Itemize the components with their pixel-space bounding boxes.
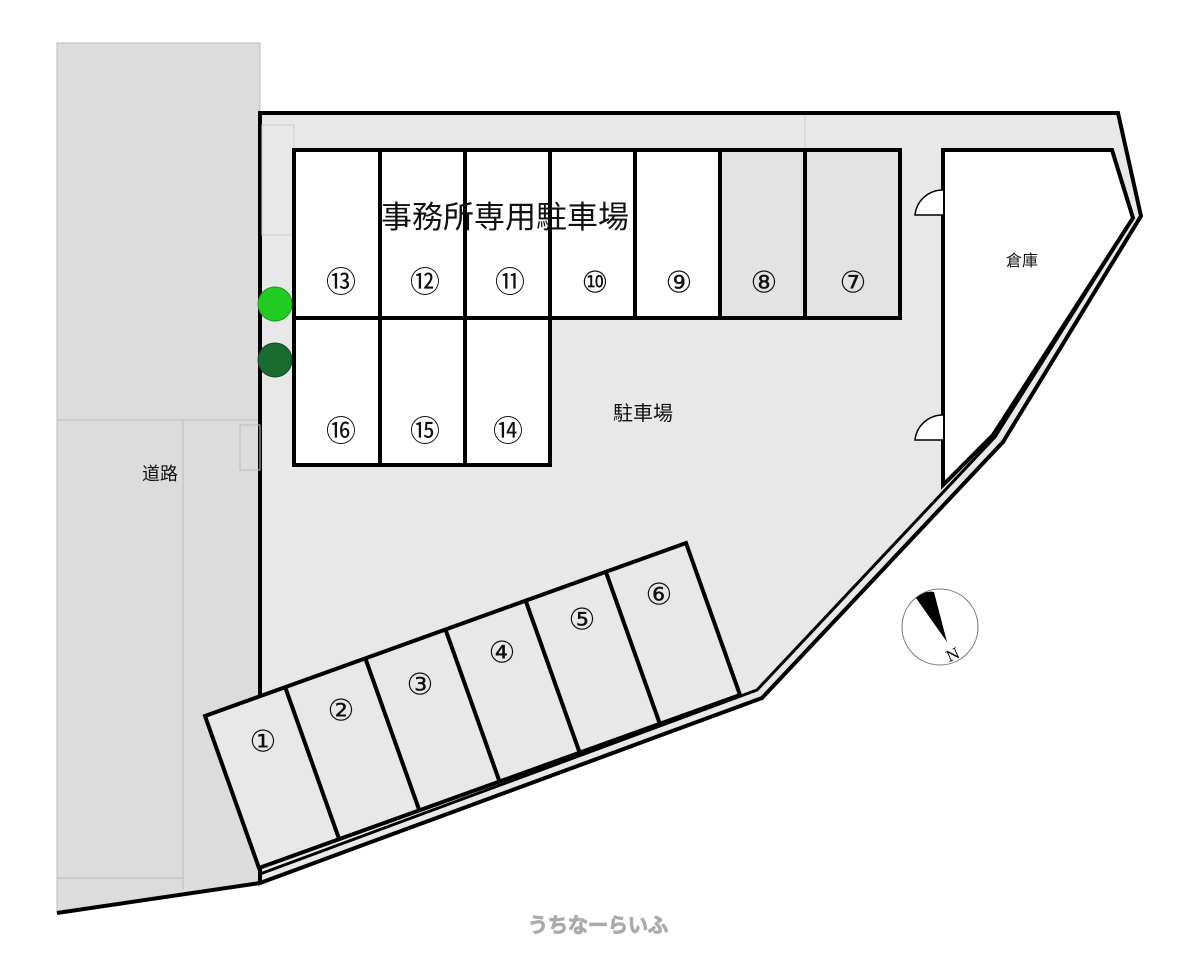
compass-icon: N	[901, 588, 979, 666]
slot-number: ⑧	[751, 266, 778, 301]
warehouse: 倉庫	[914, 148, 1136, 490]
slot-number: ⑨	[666, 266, 693, 301]
slot-divider	[283, 686, 342, 840]
slot-7	[803, 148, 902, 320]
road-label: 道路	[142, 464, 178, 485]
slot-number: ⑦	[840, 266, 867, 301]
parking-label: 駐車場	[613, 401, 673, 425]
slot-divider	[523, 599, 582, 754]
slot-number: ⑤	[569, 603, 596, 638]
slot-10	[548, 148, 637, 320]
slot-divider	[603, 571, 662, 725]
slot-11	[463, 148, 552, 320]
slot-number: ⑬	[326, 266, 356, 301]
slot-number: ⑫	[410, 266, 440, 301]
slot-number: ⑭	[493, 415, 523, 450]
slot-number: ②	[328, 694, 355, 729]
tree-icon	[257, 342, 293, 378]
top-row-slots: ⑬ ⑫ ⑪ ⑩ ⑨ ⑧ ⑦ 事務所専用駐車場	[292, 148, 902, 320]
slot-divider	[443, 628, 502, 783]
slot-number: ⑯	[326, 415, 356, 450]
slot-number: ⑪	[495, 266, 525, 301]
slot-14	[463, 316, 552, 467]
slot-15	[378, 316, 467, 467]
slot-9	[633, 148, 722, 320]
door-icon	[914, 414, 944, 441]
slot-16	[292, 316, 382, 467]
door-icon	[914, 189, 944, 216]
warehouse-label: 倉庫	[1006, 251, 1038, 270]
second-row-slots: ⑯ ⑮ ⑭	[292, 316, 552, 467]
watermark: うちなーらいふ	[528, 913, 668, 937]
slot-number: ⑩	[582, 266, 609, 301]
slot-8	[718, 148, 807, 320]
slot-number: ④	[489, 636, 516, 671]
office-parking-label: 事務所専用駐車場	[381, 200, 629, 236]
tree-icon	[257, 286, 293, 322]
slot-number: ③	[407, 668, 434, 703]
slot-number: ①	[250, 725, 277, 760]
slot-number: ⑥	[646, 578, 673, 613]
slot-number: ⑮	[410, 415, 440, 450]
slot-divider	[363, 657, 422, 812]
angled-row-slots	[202, 540, 743, 871]
